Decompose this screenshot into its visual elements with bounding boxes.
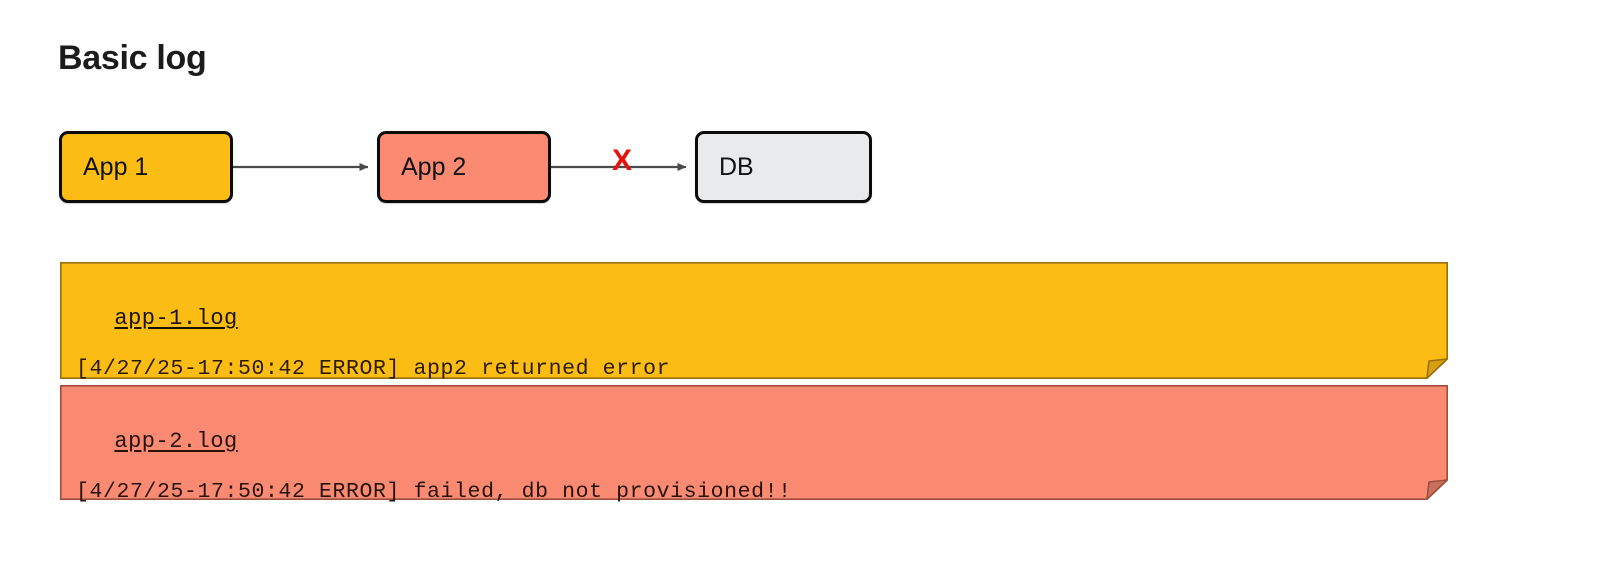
x-mark-icon: X bbox=[612, 144, 633, 177]
log-card[interactable]: app-1.log [4/27/25-17:50:42 ERROR] app2 … bbox=[60, 262, 1448, 381]
diagram-edges bbox=[233, 163, 687, 171]
diagram-node-app1-label: App 1 bbox=[83, 152, 149, 181]
diagram-node-db[interactable]: DB bbox=[695, 131, 872, 203]
log-line: [4/27/25-17:50:42 ERROR] app2 returned e… bbox=[76, 357, 671, 381]
page-title: Basic log bbox=[58, 39, 207, 77]
architecture-diagram: App 1 App 2 DB X bbox=[0, 0, 1600, 240]
diagram-node-db-label: DB bbox=[719, 152, 754, 181]
diagram-node-app2[interactable]: App 2 bbox=[377, 131, 551, 203]
log-card[interactable]: app-2.log [4/27/25-17:50:42 ERROR] faile… bbox=[60, 385, 1448, 504]
log-line: [4/27/25-17:50:42 ERROR] failed, db not … bbox=[76, 480, 792, 504]
diagram-node-app1[interactable]: App 1 bbox=[59, 131, 233, 203]
log-card-shape bbox=[60, 385, 1448, 500]
log-filename[interactable]: app-2.log bbox=[114, 429, 238, 454]
log-card-shape bbox=[60, 262, 1448, 379]
log-filename[interactable]: app-1.log bbox=[114, 306, 238, 331]
diagram-node-app2-label: App 2 bbox=[401, 152, 467, 181]
